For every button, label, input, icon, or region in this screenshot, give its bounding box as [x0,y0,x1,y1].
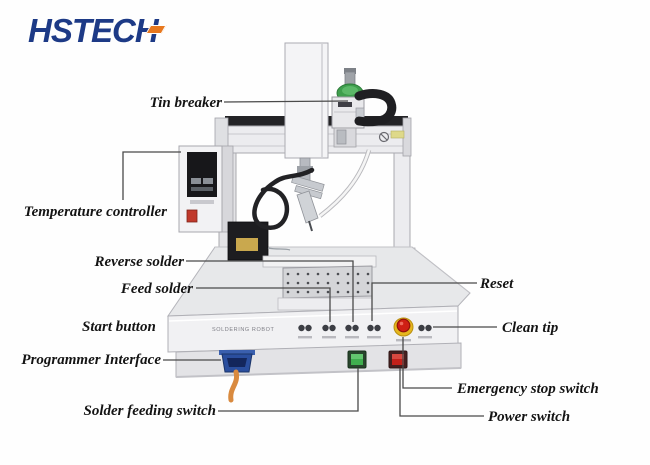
label-clean-tip: Clean tip [502,320,559,336]
leader-temperature-controller [122,151,181,200]
label-tin-breaker: Tin breaker [149,95,222,111]
reverse-solder-button [345,324,359,339]
leader-tin-breaker [223,100,349,103]
feed-solder-button [322,324,336,339]
tip-cleaner-box [227,221,291,261]
panel-text: SOLDERING ROBOT [212,327,275,333]
iron-tip [308,220,313,232]
label-emergency-stop-switch: Emergency stop switch [457,381,599,397]
leader-reset [371,282,477,321]
label-reset: Reset [480,276,514,292]
reset-button [367,324,381,339]
brand-logo-text: HSTECH [28,12,159,49]
leader-solder-feeding-switch [218,368,359,412]
controller-power-switch [186,209,198,223]
power-switch-rocker [388,350,408,369]
label-reverse-solder: Reverse solder [94,254,184,270]
solder-feeding-switch-rocker [347,350,367,369]
leader-lines [122,100,497,417]
solder-tube-outline [318,149,372,218]
label-programmer-interface: Programmer Interface [21,352,161,368]
label-sticker [390,130,405,139]
interface-cable [228,369,240,403]
leader-reverse-solder [186,260,354,322]
brand-logo-accent [145,25,167,34]
leader-feed-solder [196,287,331,322]
panel-buttons [298,317,432,342]
clean-tip-button [418,324,432,339]
drag-chain [354,89,397,127]
brand-logo: HSTECH [28,14,218,54]
solder-tube [319,149,371,218]
soldering-iron [291,157,325,232]
leader-emergency-stop [402,337,452,389]
programmer-interface-port [219,350,255,373]
label-temperature-controller: Temperature controller [23,204,167,220]
label-start-button: Start button [82,319,156,335]
start-panel-button [298,324,312,339]
label-power-switch: Power switch [488,409,571,425]
work-plate [282,265,373,299]
label-feed-solder: Feed solder [120,281,193,297]
iron-cable [252,167,315,230]
label-solder-feeding-switch: Solder feeding switch [83,403,216,419]
leader-power-switch [399,368,484,417]
temperature-controller-box [178,145,234,233]
plate-rail [277,297,373,311]
